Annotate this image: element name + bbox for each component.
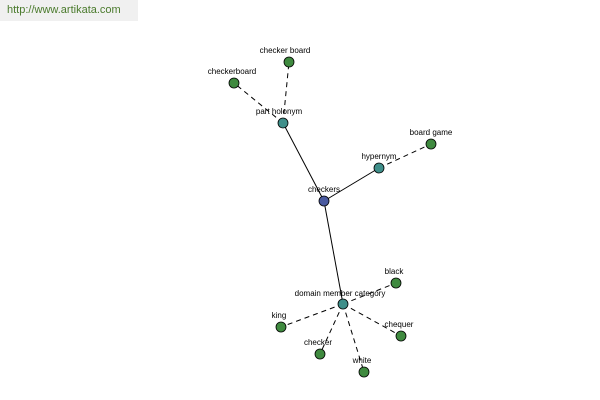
node-king[interactable]: king	[272, 311, 287, 333]
node-chequer[interactable]: chequer	[385, 320, 414, 342]
node-label-part-holonym: part holonym	[256, 107, 303, 116]
edge-hypernym-to-board-game	[378, 143, 432, 169]
edge-checkers-to-domain-member-category	[323, 200, 344, 305]
node-board-game[interactable]: board game	[410, 128, 453, 150]
node-checkers[interactable]: checkers	[308, 185, 340, 207]
node-label-hypernym: hypernym	[361, 152, 396, 161]
node-circle-checker-board[interactable]	[283, 56, 295, 68]
edges-layer	[233, 61, 432, 373]
node-checker[interactable]: checker	[304, 338, 332, 360]
node-circle-board-game[interactable]	[425, 138, 437, 150]
node-label-white: white	[352, 356, 372, 365]
edge-part-holonym-to-checkerboard	[233, 82, 284, 124]
node-label-checkerboard: checkerboard	[208, 67, 256, 76]
node-circle-chequer[interactable]	[395, 330, 407, 342]
node-circle-king[interactable]	[275, 321, 287, 333]
node-label-chequer: chequer	[385, 320, 414, 329]
edge-domain-member-category-to-checker	[319, 303, 344, 355]
site-watermark: http://www.artikata.com	[0, 0, 138, 21]
node-label-board-game: board game	[410, 128, 453, 137]
node-circle-hypernym[interactable]	[373, 162, 385, 174]
node-circle-white[interactable]	[358, 366, 370, 378]
node-label-checkers: checkers	[308, 185, 340, 194]
edge-checkers-to-part-holonym	[282, 122, 325, 202]
node-part-holonym[interactable]: part holonym	[256, 107, 303, 129]
node-circle-domain-member-category[interactable]	[337, 298, 349, 310]
node-circle-checkerboard[interactable]	[228, 77, 240, 89]
edge-domain-member-category-to-white	[342, 303, 365, 373]
edge-domain-member-category-to-chequer	[342, 303, 402, 337]
edge-part-holonym-to-checker-board	[282, 61, 290, 124]
edge-domain-member-category-to-king	[280, 303, 344, 328]
node-black[interactable]: black	[385, 267, 405, 289]
node-checker-board[interactable]: checker board	[260, 46, 311, 68]
node-label-king: king	[272, 311, 287, 320]
node-circle-part-holonym[interactable]	[277, 117, 289, 129]
node-circle-checkers[interactable]	[318, 195, 330, 207]
node-label-checker-board: checker board	[260, 46, 311, 55]
node-circle-checker[interactable]	[314, 348, 326, 360]
edge-domain-member-category-to-black	[342, 282, 397, 305]
node-circle-black[interactable]	[390, 277, 402, 289]
node-domain-member-category[interactable]: domain member category	[295, 289, 386, 310]
node-label-checker: checker	[304, 338, 332, 347]
node-hypernym[interactable]: hypernym	[361, 152, 397, 174]
node-label-domain-member-category: domain member category	[295, 289, 386, 298]
edge-checkers-to-hypernym	[323, 167, 380, 202]
nodes-layer: checkers part holonym hypernym domain membe…	[208, 46, 453, 378]
node-label-black: black	[385, 267, 405, 276]
node-white[interactable]: white	[352, 356, 372, 378]
node-checkerboard[interactable]: checkerboard	[208, 67, 256, 89]
